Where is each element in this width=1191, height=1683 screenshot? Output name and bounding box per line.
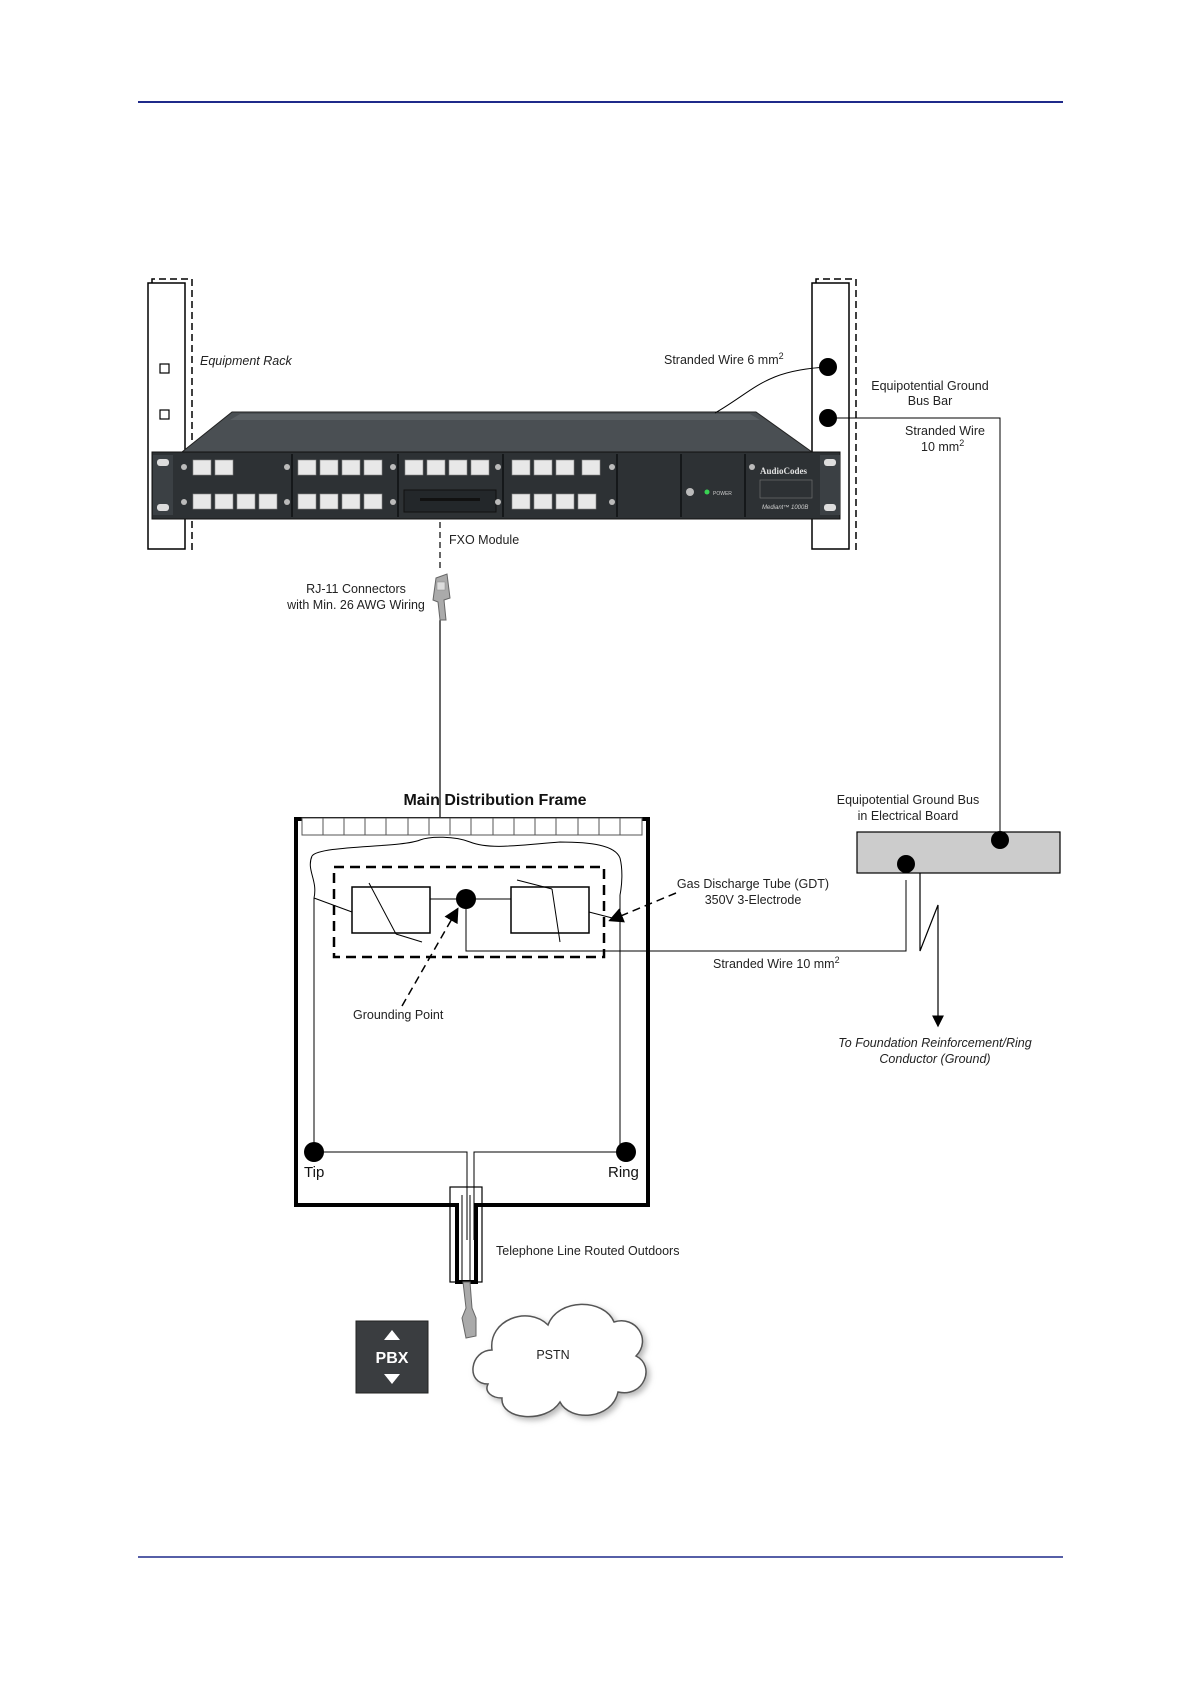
grounding-point-label: Grounding Point xyxy=(353,1008,444,1022)
busbar-label-line1: Equipotential Ground xyxy=(871,379,988,393)
rj11-connector-icon xyxy=(432,573,451,621)
board-bus-terminal-left xyxy=(897,855,915,873)
gdt-label-line2: 350V 3-Electrode xyxy=(705,893,802,907)
busbar-terminal-upper xyxy=(819,358,837,376)
stranded-wire-10mm-bottom-label: Stranded Wire 10 mm2 xyxy=(713,955,840,971)
fxo-module-label: FXO Module xyxy=(449,533,519,547)
busbar-grounding-wires xyxy=(714,366,1001,836)
stranded-wire-6mm xyxy=(714,366,829,414)
stranded-wire-10mm-top-label-line1: Stranded Wire xyxy=(905,424,985,438)
busbar-terminal-lower xyxy=(819,409,837,427)
tip-terminal xyxy=(304,1142,324,1162)
gdt-label-line1: Gas Discharge Tube (GDT) xyxy=(677,877,829,891)
grounding-point-node xyxy=(456,889,476,909)
board-bus-terminal-right xyxy=(991,831,1009,849)
foundation-label-line1: To Foundation Reinforcement/Ring xyxy=(838,1036,1031,1050)
grounding-point-arrow xyxy=(401,907,459,1007)
pstn-cloud xyxy=(472,1303,647,1418)
electrical-board-ground-bus xyxy=(856,831,1061,874)
rj11-label-line1: RJ-11 Connectors xyxy=(306,582,406,596)
stranded-wire-10mm-top-label-line2: 10 mm2 xyxy=(921,438,964,454)
device-brand: AudioCodes xyxy=(760,466,808,476)
foundation-label-line2: Conductor (Ground) xyxy=(879,1052,990,1066)
power-label: POWER xyxy=(713,491,732,497)
rj11-connector-pstn-icon xyxy=(461,1281,477,1339)
gdt-arrow xyxy=(608,892,677,923)
mdf-title: Main Distribution Frame xyxy=(403,792,586,809)
telephone-line-label: Telephone Line Routed Outdoors xyxy=(496,1244,679,1258)
stranded-wire-6mm-label: Stranded Wire 6 mm2 xyxy=(664,351,784,367)
tip-label: Tip xyxy=(304,1164,324,1181)
device-model: Mediant™ 1000B xyxy=(762,504,808,511)
mediant-gateway-device: POWER AudioCodes Mediant™ 1000B xyxy=(151,411,841,520)
rj11-label-line2: with Min. 26 AWG Wiring xyxy=(286,598,425,612)
foundation-ground-wire xyxy=(919,873,944,1028)
pbx-icon: PBX xyxy=(355,1320,429,1394)
stranded-wire-10mm-top xyxy=(833,417,1001,836)
pstn-label: PSTN xyxy=(536,1348,569,1362)
busbar-label-line2: Bus Bar xyxy=(908,394,952,408)
equipment-rack-label: Equipment Rack xyxy=(200,354,292,368)
pbx-label: PBX xyxy=(376,1350,409,1367)
ring-label: Ring xyxy=(608,1164,639,1181)
board-bus-label-line1: Equipotential Ground Bus xyxy=(837,793,979,807)
ring-terminal xyxy=(616,1142,636,1162)
board-bus-label-line2: in Electrical Board xyxy=(858,809,959,823)
